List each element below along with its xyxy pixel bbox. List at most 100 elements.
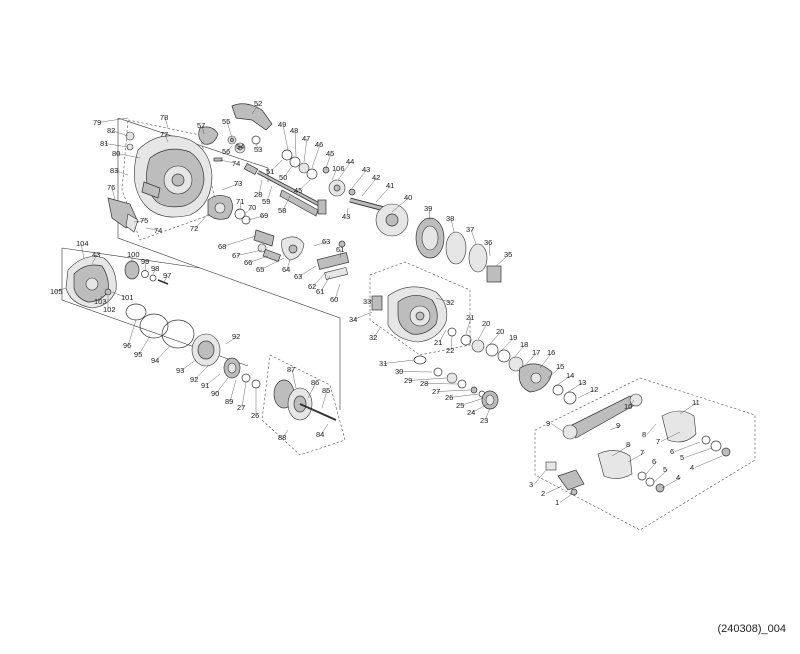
part-number-24: 24: [467, 408, 475, 417]
part-number-62: 62: [308, 282, 316, 291]
part-number-49: 49: [278, 120, 286, 129]
leader-line: [164, 117, 169, 129]
leader-line: [303, 138, 308, 163]
handle-assembly: [545, 393, 731, 496]
leader-line: [489, 331, 502, 345]
part-number-72: 72: [190, 224, 198, 233]
part-number-77: 77: [160, 130, 168, 139]
part-number-106: 106: [332, 164, 345, 173]
part-number-4: 4: [690, 463, 694, 472]
leader-line: [201, 125, 205, 135]
part-number-34: 34: [349, 315, 357, 324]
leader-line: [424, 383, 459, 385]
part-number-9: 9: [546, 419, 550, 428]
leader-line: [609, 425, 622, 431]
part-number-75: 75: [140, 216, 148, 225]
leader-line: [391, 197, 410, 213]
part-40-star-drag: [375, 203, 409, 237]
leader-line: [251, 103, 260, 115]
part-number-28: 28: [254, 190, 262, 199]
leader-line: [152, 268, 157, 275]
part-number-84: 84: [316, 430, 324, 439]
leader-line: [346, 207, 349, 217]
part-number-88: 88: [278, 433, 286, 442]
part-number-53: 53: [254, 145, 262, 154]
part-60-63-pinion: [316, 240, 350, 280]
part-number-8: 8: [626, 440, 630, 449]
part-number-102: 102: [103, 305, 116, 314]
leader-line: [311, 144, 321, 169]
leader-line: [460, 397, 485, 406]
part-number-68: 68: [218, 242, 226, 251]
part-number-43: 43: [92, 250, 100, 259]
part-number-85: 85: [322, 386, 330, 395]
part-number-83: 83: [110, 166, 118, 175]
part-number-67: 67: [232, 251, 240, 260]
spool-subassembly-box: [261, 354, 346, 456]
leader-line: [104, 143, 129, 148]
upper-frame-left: [117, 118, 201, 269]
part-number-21: 21: [434, 338, 442, 347]
part-number-45: 45: [326, 149, 334, 158]
leader-line: [282, 429, 289, 438]
part-52-cover: [231, 103, 273, 131]
part-number-98: 98: [151, 264, 159, 273]
leader-line: [525, 352, 538, 365]
handle-subassembly-box: [534, 377, 756, 531]
part-64-clutch: [281, 236, 305, 261]
leader-line: [470, 229, 477, 245]
part-number-28: 28: [420, 379, 428, 388]
leader-line: [351, 169, 368, 189]
leader-line: [155, 345, 171, 361]
part-number-17: 17: [532, 348, 540, 357]
part-number-26: 26: [251, 411, 259, 420]
part-94-oring: [161, 319, 195, 349]
leader-line: [226, 121, 233, 139]
part-number-52: 52: [254, 99, 262, 108]
part-number-2: 2: [541, 489, 545, 498]
part-number-13: 13: [578, 378, 586, 387]
leader-line: [225, 336, 238, 345]
part-number-19: 19: [509, 333, 517, 342]
part-number-27: 27: [237, 403, 245, 412]
leader-line: [567, 382, 584, 393]
leader-line: [550, 423, 565, 433]
part-number-69: 69: [260, 211, 268, 220]
part-number-59: 59: [262, 197, 270, 206]
part-number-6: 6: [670, 447, 674, 456]
part-number-1: 1: [555, 498, 559, 507]
leader-line: [312, 271, 327, 287]
brake-assembly: [207, 195, 233, 220]
part-number-55: 55: [222, 117, 230, 126]
part-number-5: 5: [680, 453, 684, 462]
leader-line: [270, 159, 283, 172]
leader-line: [116, 153, 141, 159]
leader-line: [628, 399, 635, 407]
part-number-99: 99: [141, 257, 149, 266]
leader-line: [282, 195, 291, 211]
leader-line: [488, 242, 491, 257]
part-number-25: 25: [456, 401, 464, 410]
part-number-105: 105: [50, 287, 63, 296]
part-39-drive-gear: [415, 217, 445, 259]
frame-subassembly-box: [121, 119, 219, 241]
part-number-71: 71: [236, 197, 244, 206]
leader-line: [545, 485, 563, 494]
part-number-32: 32: [369, 333, 377, 342]
part-95-ring: [139, 313, 169, 339]
leader-line: [180, 359, 197, 371]
leader-line: [266, 185, 273, 202]
leader-line: [367, 299, 373, 302]
leader-line: [375, 185, 392, 203]
leader-line: [533, 469, 547, 485]
part-97-100-brake: [124, 260, 169, 285]
leader-line: [258, 179, 263, 195]
part-number-89: 89: [225, 397, 233, 406]
leader-line: [436, 389, 471, 392]
leader-line: [164, 134, 169, 143]
part-number-41: 41: [386, 181, 394, 190]
part-number-74: 74: [154, 226, 162, 235]
leader-line: [145, 227, 160, 231]
part-number-8: 8: [642, 430, 646, 439]
